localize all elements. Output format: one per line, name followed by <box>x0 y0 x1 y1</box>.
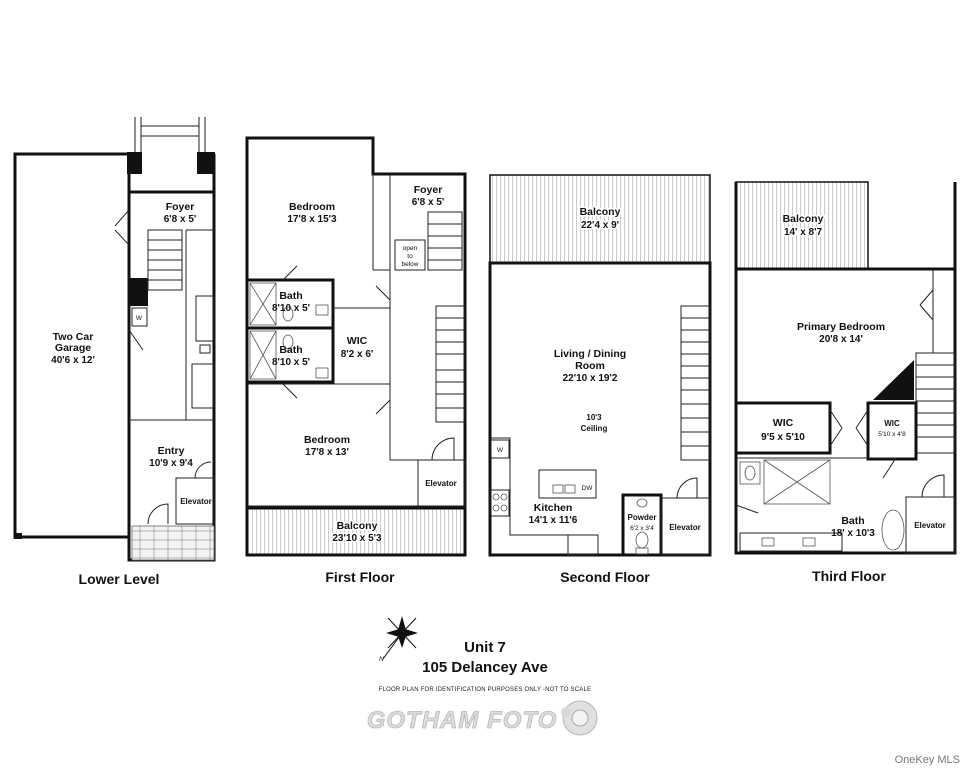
first-balcony-dims: 23'10 x 5'3 <box>332 533 382 544</box>
third-bath-label: Bath <box>841 515 864 527</box>
first-balcony-deck <box>245 506 467 557</box>
third-balcony-label: Balcony <box>783 213 824 225</box>
garage-label-2: Garage <box>55 342 91 354</box>
open-to-below-2: to <box>407 253 413 260</box>
first-foyer-label: Foyer <box>414 184 443 196</box>
primary-bedroom-label: Primary Bedroom <box>797 321 885 333</box>
third-wic2-dims: 5'10 x 4'8 <box>878 431 906 438</box>
second-balcony-deck <box>489 174 711 264</box>
first-bath1-label: Bath <box>279 290 302 302</box>
third-wic1-label: WIC <box>773 417 794 429</box>
third-floor-plan <box>734 181 957 555</box>
first-foyer-dims: 6'8 x 5' <box>412 197 445 208</box>
lower-foyer-dims: 6'8 x 5' <box>164 214 197 225</box>
kitchen-label: Kitchen <box>534 502 573 514</box>
gotham-foto-logo-icon <box>561 700 598 736</box>
first-bedroom-bottom-dims: 17'8 x 13' <box>305 447 349 458</box>
lower-elevator-label: Elevator <box>180 497 212 506</box>
second-floor-title: Second Floor <box>560 569 650 585</box>
first-bath1-dims: 8'10 x 5' <box>272 303 310 314</box>
first-wic-dims: 8'2 x 6' <box>341 349 374 360</box>
first-wic-label: WIC <box>347 335 368 347</box>
first-elevator-label: Elevator <box>425 479 457 488</box>
second-floor-plan <box>488 174 712 557</box>
third-balcony-dims: 14' x 8'7 <box>784 227 823 238</box>
open-to-below-1: open <box>403 245 418 252</box>
third-wic1-dims: 9'5 x 5'10 <box>761 432 805 443</box>
third-elevator-box <box>905 496 956 554</box>
compass-north-label: N <box>379 656 384 663</box>
unit-title: Unit 7 <box>464 639 506 656</box>
second-elevator-box <box>660 497 711 556</box>
mls-credit: OneKey MLS <box>895 754 960 766</box>
entry-stone-steps <box>131 525 215 561</box>
first-bath2-label: Bath <box>279 344 302 356</box>
first-bath2-dims: 8'10 x 5' <box>272 357 310 368</box>
lower-washer-label: W <box>136 315 143 322</box>
third-bath-dims: 18' x 10'3 <box>831 528 875 539</box>
first-balcony-label: Balcony <box>337 520 378 532</box>
second-balcony-label: Balcony <box>580 206 621 218</box>
third-elevator-label: Elevator <box>914 521 946 530</box>
garage-label-1: Two Car <box>53 331 94 343</box>
dishwasher-label: DW <box>582 485 594 492</box>
first-elevator-box <box>417 459 466 507</box>
second-washer-label: W <box>497 447 504 454</box>
second-elevator-label: Elevator <box>669 523 701 532</box>
lower-level-plan <box>13 117 216 562</box>
ceiling-height: 10'3 <box>586 413 602 422</box>
first-floor-plan <box>245 136 467 557</box>
kitchen-dims: 14'1 x 11'6 <box>529 515 578 526</box>
powder-dims: 6'2 x 3'4 <box>630 525 654 532</box>
living-label-2: Room <box>575 360 605 372</box>
lower-level-title: Lower Level <box>79 571 160 587</box>
primary-bedroom-dims: 20'8 x 14' <box>819 334 863 345</box>
living-label-1: Living / Dining <box>554 348 626 360</box>
kitchen-island <box>538 469 597 499</box>
third-balcony-deck <box>735 181 869 270</box>
first-floor-title: First Floor <box>325 569 395 585</box>
lower-foyer-stairs <box>147 229 214 420</box>
lower-exterior-stairs <box>134 117 206 155</box>
entry-dims: 10'9 x 9'4 <box>149 458 193 469</box>
address-title: 105 Delancey Ave <box>422 659 548 676</box>
ceiling-label: Ceiling <box>581 424 608 433</box>
open-to-below-3: below <box>402 261 419 268</box>
first-bedroom-bottom-label: Bedroom <box>304 434 350 446</box>
second-balcony-dims: 22'4 x 9' <box>581 220 619 231</box>
watermark-text: GOTHAM FOTO <box>367 707 558 734</box>
living-dims: 22'10 x 19'2 <box>563 373 618 384</box>
entry-label: Entry <box>158 445 185 457</box>
third-wic2-label: WIC <box>884 419 900 428</box>
compass-rose-icon <box>382 616 418 660</box>
first-bedroom-top-dims: 17'8 x 15'3 <box>287 214 337 225</box>
disclaimer-note: FLOOR PLAN FOR IDENTIFICATION PURPOSES O… <box>379 687 591 693</box>
powder-label: Powder <box>628 513 657 522</box>
lower-foyer-label: Foyer <box>166 201 195 213</box>
garage-dims: 40'6 x 12' <box>51 355 95 366</box>
first-bedroom-top-label: Bedroom <box>289 201 335 213</box>
third-floor-title: Third Floor <box>812 568 886 584</box>
